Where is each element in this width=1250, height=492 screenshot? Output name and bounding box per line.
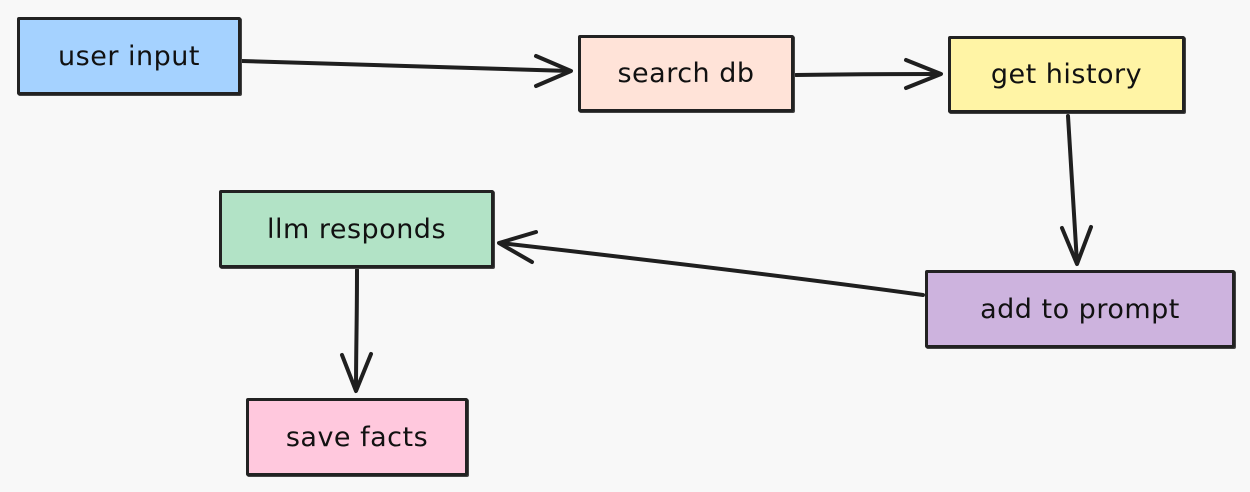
node-label: user input <box>58 40 200 72</box>
node-user-input: user input <box>17 17 241 95</box>
arrow-get-history-to-add-to-prompt <box>1060 114 1093 266</box>
node-label: llm responds <box>266 213 447 245</box>
node-llm-responds: llm responds <box>219 190 494 268</box>
arrow-llm-responds-to-save-facts <box>340 268 373 393</box>
arrow-user-input-to-search-db <box>240 54 573 88</box>
node-label: search db <box>617 58 755 89</box>
node-search-db: search db <box>578 35 794 112</box>
arrow-search-db-to-get-history <box>794 58 943 90</box>
node-add-to-prompt: add to prompt <box>925 270 1235 348</box>
node-label: get history <box>990 59 1143 90</box>
node-label: save facts <box>285 421 429 453</box>
arrow-add-to-prompt-to-llm-responds <box>497 230 925 297</box>
node-save-facts: save facts <box>246 398 468 476</box>
node-get-history: get history <box>948 36 1185 113</box>
node-label: add to prompt <box>980 293 1180 325</box>
